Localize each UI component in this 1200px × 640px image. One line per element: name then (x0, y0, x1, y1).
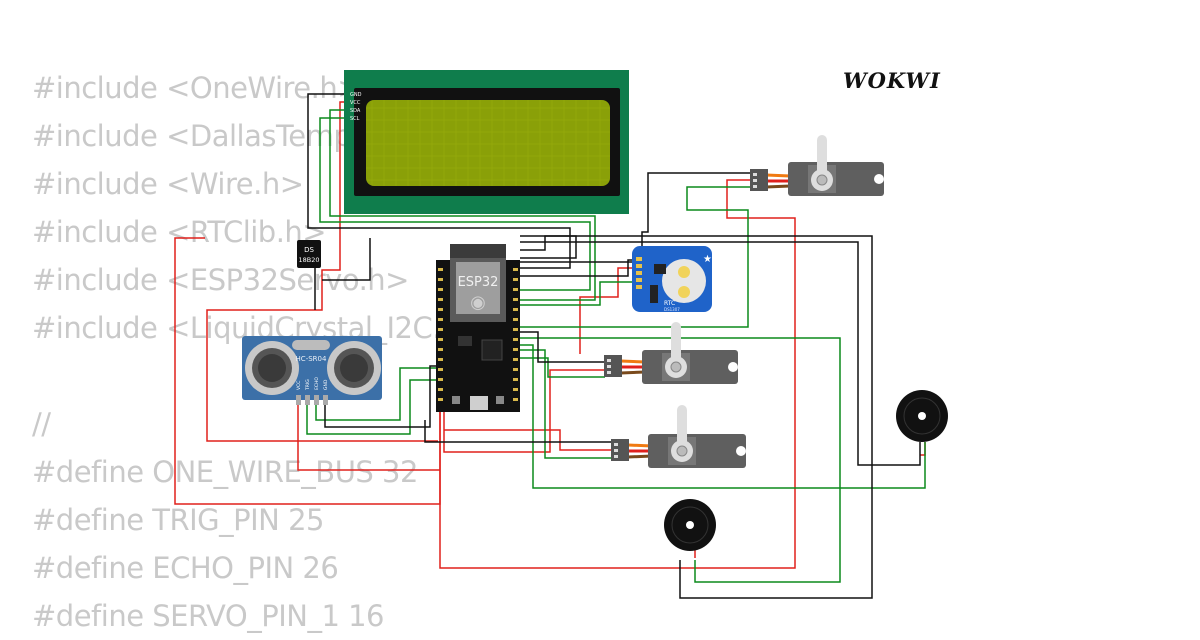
wire-green[interactable] (520, 186, 750, 328)
lcd-pin-label: SDA (350, 108, 361, 114)
wire-red[interactable] (443, 369, 605, 453)
code-line: #define ECHO_PIN 26 (32, 551, 339, 585)
wire-black[interactable] (324, 365, 436, 428)
hc-sr04-pin-label: GND (323, 379, 329, 390)
wire-black[interactable] (520, 235, 577, 259)
wire-black[interactable] (520, 235, 873, 599)
hc-sr04-pin-label: VCC (296, 381, 302, 390)
wire-black[interactable] (520, 172, 750, 263)
servo-connector (750, 169, 768, 191)
lcd-pin-label: GND (350, 92, 362, 98)
servo-horn[interactable] (817, 135, 827, 180)
code-line: #include <OneWire.h> (32, 71, 362, 105)
wokwi-logo: WOKWI (843, 68, 941, 93)
lcd-screen (366, 100, 610, 186)
wire-red[interactable] (297, 405, 440, 471)
lcd-pin-label: SCL (350, 116, 360, 122)
servo-motor[interactable] (604, 322, 738, 384)
reset-button[interactable] (452, 396, 460, 404)
wire-black[interactable] (520, 241, 921, 466)
star-icon: ★ (703, 254, 712, 265)
buzzer[interactable] (664, 499, 716, 551)
rtc-module[interactable]: ★ RTC DS1307 (632, 246, 712, 312)
servo-motor[interactable] (750, 135, 884, 196)
wire-green[interactable] (315, 367, 436, 421)
wire-red[interactable] (444, 429, 612, 451)
lcd-pin-label: VCC (350, 100, 361, 106)
wire-green[interactable] (319, 117, 591, 291)
rtc-part-label: DS1307 (664, 307, 680, 312)
esp32-board[interactable]: ESP32 ◉ (436, 244, 520, 412)
hc-sr04-label: HC-SR04 (296, 355, 327, 363)
wire-red[interactable] (206, 101, 438, 442)
buzzer[interactable] (896, 390, 948, 442)
wire-green[interactable] (520, 344, 926, 489)
usb-port (470, 396, 488, 410)
wifi-icon: ◉ (470, 292, 486, 313)
wires (174, 93, 926, 599)
code-line: #include <Wire.h> (32, 167, 304, 201)
code-line: #define ONE_WIRE_BUS 32 (32, 455, 418, 489)
servo-motor[interactable] (611, 405, 746, 468)
rtc-label: RTC (664, 300, 675, 307)
esp32-label: ESP32 (458, 275, 499, 290)
code-line: #include <RTClib.h> (32, 215, 327, 249)
wire-red[interactable] (439, 179, 796, 569)
lcd-display[interactable]: GND VCC SDA SCL (344, 70, 629, 214)
hc-sr04-pin-label: TRIG (305, 379, 311, 391)
wire-green[interactable] (329, 109, 596, 301)
code-line: #define SERVO_PIN_1 16 (32, 599, 385, 633)
wire-red[interactable] (579, 267, 636, 354)
ds18b20-label: 18B20 (298, 256, 319, 264)
wire-green[interactable] (520, 337, 841, 583)
servo-connector (604, 355, 622, 377)
ds18b20-sensor[interactable]: DS 18B20 (297, 240, 321, 268)
hc-sr04-pin-label: ECHO (314, 377, 320, 390)
esp32-module-shield (456, 262, 500, 314)
servo-horn[interactable] (677, 405, 687, 451)
wire-black[interactable] (520, 331, 605, 363)
hc-sr04-sensor[interactable]: HC-SR04 VCC TRIG ECHO GND (242, 336, 382, 405)
code-line: // (32, 407, 51, 441)
wire-green[interactable] (306, 379, 436, 435)
servo-connector (611, 439, 629, 461)
wire-green[interactable] (520, 357, 605, 378)
servo-horn[interactable] (671, 322, 681, 367)
wire-black[interactable] (424, 420, 612, 443)
wire-green[interactable] (520, 281, 636, 306)
wire-black[interactable] (322, 238, 371, 281)
code-line: #define TRIG_PIN 25 (32, 503, 324, 537)
wire-green[interactable] (520, 349, 612, 459)
ds18b20-label: DS (304, 246, 314, 254)
wire-black[interactable] (307, 93, 571, 269)
boot-button[interactable] (496, 396, 504, 404)
